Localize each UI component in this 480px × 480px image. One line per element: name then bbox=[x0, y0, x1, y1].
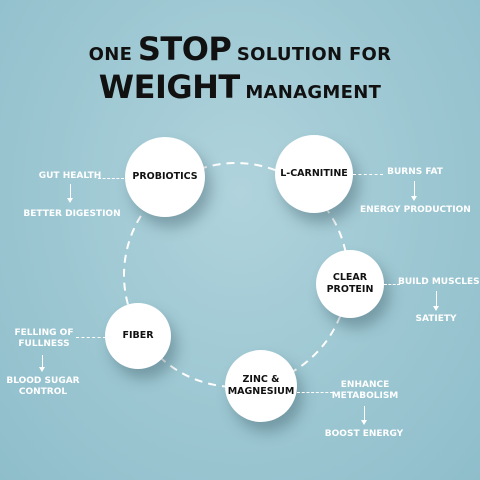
title-suffix-2: MANAGMENT bbox=[245, 82, 382, 103]
node-label-clear-protein: CLEAR PROTEIN bbox=[326, 272, 374, 295]
node-label-l-carnitine: L-CARNITINE bbox=[280, 168, 348, 180]
benefit-burns-fat: BURNS FAT bbox=[387, 167, 443, 177]
benefit-energy-production: ENERGY PRODUCTION bbox=[360, 205, 471, 215]
benefit-blood-sugar-control: BLOOD SUGAR CONTROL bbox=[6, 376, 80, 398]
node-label-zinc-magnesium: ZINC & MAGNESIUM bbox=[227, 374, 295, 397]
title-suffix: SOLUTION FOR bbox=[236, 44, 392, 65]
benefit-felling-of-fullness: FELLING OF FULLNESS bbox=[14, 328, 74, 350]
arrow-down-icon bbox=[361, 406, 367, 425]
arrow-down-icon bbox=[411, 181, 417, 201]
node-probiotics: PROBIOTICS bbox=[125, 137, 205, 217]
title-line-2: WEIGHT MANAGMENT bbox=[0, 68, 480, 106]
benefit-enhance-metabolism: ENHANCE METABOLISM bbox=[331, 380, 399, 402]
connector-l-carnitine bbox=[353, 174, 383, 175]
title-line-1: ONE STOP SOLUTION FOR bbox=[0, 30, 480, 68]
node-label-probiotics: PROBIOTICS bbox=[132, 171, 198, 183]
benefit-gut-health: GUT HEALTH bbox=[38, 171, 102, 181]
node-zinc-magnesium: ZINC & MAGNESIUM bbox=[225, 350, 297, 422]
connector-probiotics bbox=[98, 178, 124, 179]
benefit-satiety: SATIETY bbox=[415, 314, 457, 324]
connector-fiber bbox=[76, 337, 106, 338]
connector-zinc-magnesium bbox=[297, 392, 333, 393]
node-label-fiber: FIBER bbox=[122, 330, 154, 342]
benefit-better-digestion: BETTER DIGESTION bbox=[23, 209, 121, 219]
node-clear-protein: CLEAR PROTEIN bbox=[316, 250, 384, 318]
arrow-down-icon bbox=[67, 184, 73, 203]
node-fiber: FIBER bbox=[105, 303, 171, 369]
node-l-carnitine: L-CARNITINE bbox=[275, 135, 353, 213]
title-prefix: ONE bbox=[88, 44, 133, 65]
title-emphasis-stop: STOP bbox=[137, 30, 232, 68]
title-emphasis-weight: WEIGHT bbox=[98, 68, 240, 106]
connector-clear-protein bbox=[384, 284, 400, 285]
arrow-down-icon bbox=[433, 291, 439, 311]
arrow-down-icon bbox=[39, 355, 45, 372]
benefit-build-muscles: BUILD MUSCLES bbox=[398, 277, 480, 287]
benefit-boost-energy: BOOST ENERGY bbox=[324, 429, 404, 439]
